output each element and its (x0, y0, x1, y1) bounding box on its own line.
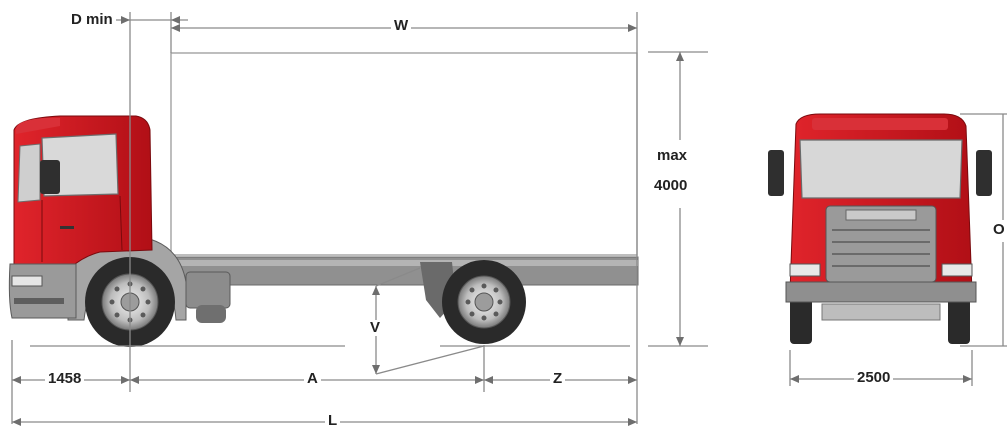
left-mirror (768, 150, 784, 196)
o-label: O (990, 222, 1007, 238)
v-label: V (367, 320, 384, 336)
side-mirror (40, 160, 60, 194)
side-view-truck (8, 52, 639, 347)
a-label: A (304, 371, 321, 387)
width-label: 2500 (854, 370, 894, 386)
front-view-truck (768, 113, 992, 344)
fuel-tank (185, 271, 231, 309)
max-value-label: 4000 (651, 178, 691, 194)
logo-plate (845, 209, 917, 221)
front-windshield (799, 139, 963, 199)
cargo-box (170, 52, 638, 256)
rear-wheel (442, 260, 526, 344)
w-label: W (391, 18, 412, 34)
dimension-lines (11, 12, 1007, 426)
l-label: L (325, 413, 341, 429)
front-view-bumper (785, 281, 977, 303)
headlight (11, 275, 43, 287)
left-headlight (789, 263, 821, 277)
front-bumper (8, 263, 77, 319)
front-overhang-label: 1458 (45, 371, 85, 387)
right-headlight (941, 263, 973, 277)
d-min-label: D min (68, 12, 116, 28)
windshield (17, 143, 41, 203)
max-label: max (654, 148, 691, 164)
front-right-tire (948, 296, 970, 344)
z-label: Z (550, 371, 566, 387)
right-mirror (976, 150, 992, 196)
front-left-tire (790, 296, 812, 344)
